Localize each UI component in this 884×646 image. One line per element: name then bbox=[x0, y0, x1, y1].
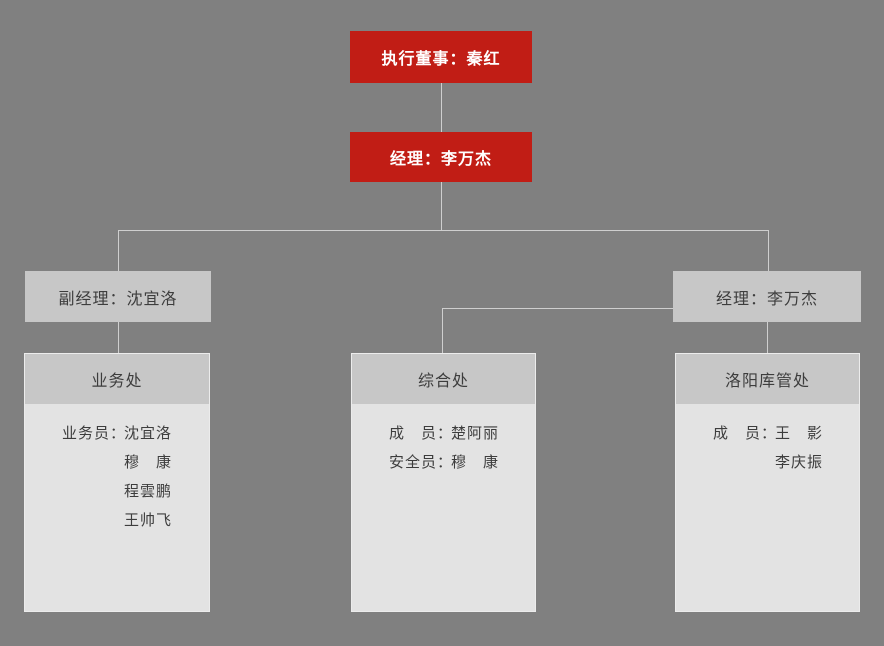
node-executive-director-label: 执行董事：秦红 bbox=[381, 49, 501, 68]
member-role-label: 业务员： bbox=[62, 424, 127, 442]
member-name: 王 影 bbox=[775, 424, 824, 442]
member-role-label bbox=[62, 477, 124, 506]
dept-general-office[interactable]: 综合处 成 员： 楚阿丽 安全员： 穆 康 bbox=[351, 353, 536, 612]
node-manager-2-label: 经理：李万杰 bbox=[715, 288, 818, 308]
member-line: 王帅飞 bbox=[62, 506, 209, 535]
connector-drop-manager-2 bbox=[768, 230, 769, 271]
member-line: 成 员： 王 影 bbox=[713, 419, 859, 448]
connector-manager2-to-general-horizontal bbox=[442, 308, 673, 309]
connector-drop-general-office bbox=[442, 308, 443, 353]
dept-luoyang-warehouse-title: 洛阳库管处 bbox=[676, 354, 859, 404]
member-role-label: 成 员： bbox=[713, 424, 778, 442]
node-manager[interactable]: 经理：李万杰 bbox=[350, 132, 532, 182]
connector-manager-trunk bbox=[441, 182, 442, 230]
member-role-label bbox=[62, 506, 124, 535]
member-name: 穆 康 bbox=[451, 453, 500, 471]
member-line: 李庆振 bbox=[713, 448, 859, 477]
connector-deputy-to-business bbox=[118, 322, 119, 353]
dept-business-office[interactable]: 业务处 业务员： 沈宜洛 穆 康 程雲鹏 王帅飞 bbox=[24, 353, 210, 612]
dept-general-office-title: 综合处 bbox=[352, 354, 535, 404]
node-deputy-manager-label: 副经理：沈宜洛 bbox=[58, 288, 178, 308]
member-role-label bbox=[62, 448, 124, 477]
member-name: 王帅飞 bbox=[124, 511, 173, 529]
connector-manager2-to-warehouse bbox=[767, 322, 768, 353]
member-name: 程雲鹏 bbox=[124, 482, 173, 500]
member-line: 穆 康 bbox=[62, 448, 209, 477]
dept-luoyang-warehouse[interactable]: 洛阳库管处 成 员： 王 影 李庆振 bbox=[675, 353, 860, 612]
member-role-label bbox=[713, 448, 775, 477]
member-name: 穆 康 bbox=[124, 453, 173, 471]
dept-general-office-members: 成 员： 楚阿丽 安全员： 穆 康 bbox=[352, 404, 535, 477]
member-line: 业务员： 沈宜洛 bbox=[62, 419, 209, 448]
node-deputy-manager[interactable]: 副经理：沈宜洛 bbox=[25, 271, 211, 322]
member-line: 程雲鹏 bbox=[62, 477, 209, 506]
dept-luoyang-warehouse-members: 成 员： 王 影 李庆振 bbox=[676, 404, 859, 477]
dept-business-office-members: 业务员： 沈宜洛 穆 康 程雲鹏 王帅飞 bbox=[25, 404, 209, 535]
node-executive-director[interactable]: 执行董事：秦红 bbox=[350, 31, 532, 83]
dept-business-office-title: 业务处 bbox=[25, 354, 209, 404]
member-line: 成 员： 楚阿丽 bbox=[389, 419, 535, 448]
connector-level2-horizontal bbox=[118, 230, 768, 231]
member-name: 楚阿丽 bbox=[451, 424, 500, 442]
node-manager-label: 经理：李万杰 bbox=[389, 149, 492, 168]
member-role-label: 成 员： bbox=[389, 424, 454, 442]
member-name: 沈宜洛 bbox=[124, 424, 173, 442]
member-name: 李庆振 bbox=[775, 453, 824, 471]
connector-root-to-manager bbox=[441, 83, 442, 132]
member-role-label: 安全员： bbox=[389, 453, 454, 471]
node-manager-2[interactable]: 经理：李万杰 bbox=[673, 271, 861, 322]
member-line: 安全员： 穆 康 bbox=[389, 448, 535, 477]
connector-drop-deputy-manager bbox=[118, 230, 119, 271]
